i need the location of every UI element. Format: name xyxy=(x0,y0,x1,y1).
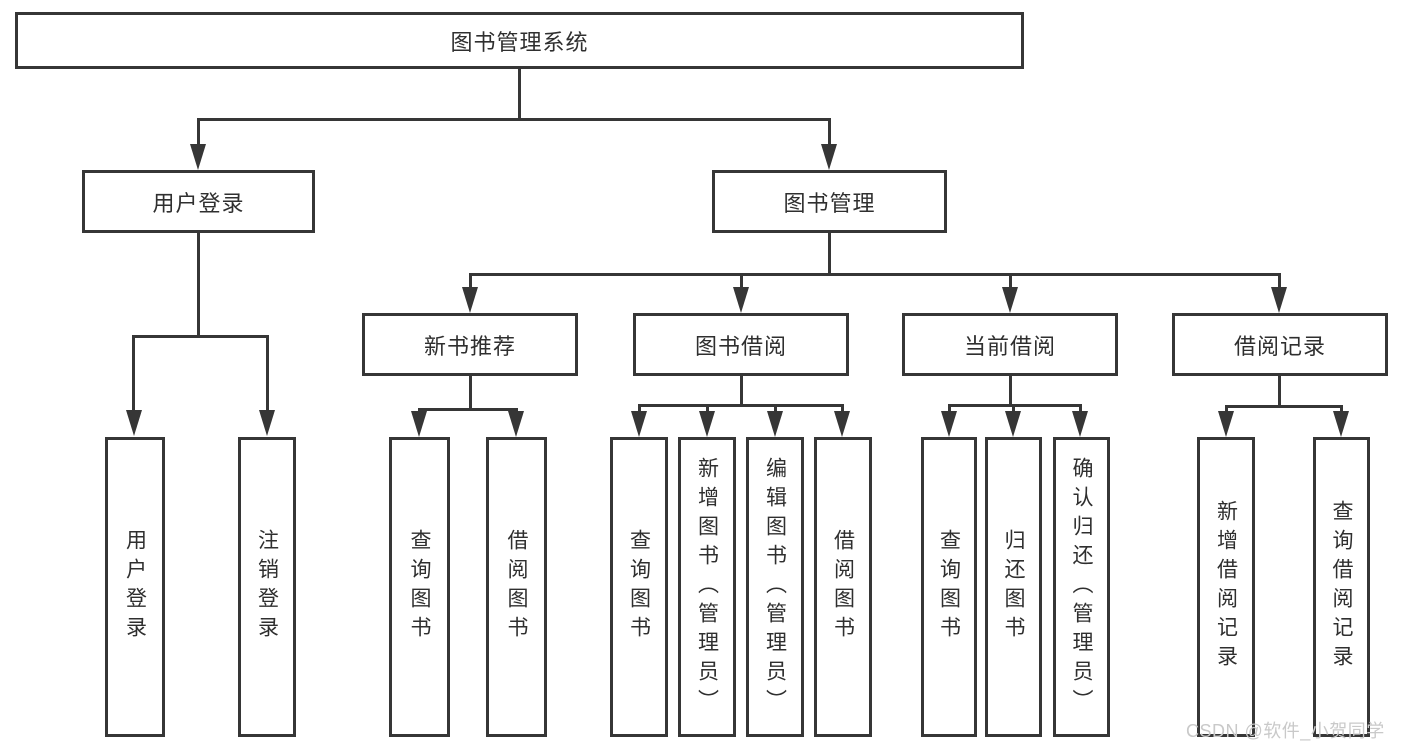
node-book-mgmt: 图书管理 xyxy=(712,170,947,233)
node-borrow-record: 借阅记录 xyxy=(1172,313,1388,376)
arrowhead-leaf-user-login xyxy=(126,410,142,436)
leaf-logout: 注销登录 xyxy=(238,437,296,737)
leaf-query-record-label: 查询借阅记录 xyxy=(1330,500,1353,674)
arrowhead-leaf-addbook xyxy=(699,411,715,437)
connector-leaf-return-stem xyxy=(1012,404,1015,412)
connector-bookborrow-split xyxy=(638,404,844,407)
leaf-query-book-3: 查询图书 xyxy=(921,437,977,737)
leaf-add-book-label: 新增图书（管理员） xyxy=(695,456,719,718)
arrowhead-leaf-query1 xyxy=(411,411,427,437)
node-user-login-label: 用户登录 xyxy=(152,190,245,216)
connector-leaf-borrow2-stem xyxy=(841,404,844,412)
arrowhead-borrow-record xyxy=(1271,287,1287,313)
leaf-query-book-1: 查询图书 xyxy=(389,437,450,737)
leaf-borrow-book-2: 借阅图书 xyxy=(814,437,872,737)
leaf-user-login: 用户登录 xyxy=(105,437,165,737)
leaf-add-book: 新增图书（管理员） xyxy=(678,437,736,737)
arrowhead-current-borrow xyxy=(1002,287,1018,313)
connector-mgmt-split xyxy=(469,273,1281,276)
connector-root-stem xyxy=(518,69,521,118)
leaf-add-record: 新增借阅记录 xyxy=(1197,437,1255,737)
connector-leaf-queryrecord-stem xyxy=(1340,405,1343,412)
leaf-query-book-1-label: 查询图书 xyxy=(408,529,431,645)
connector-leaf-query3-stem xyxy=(948,404,951,412)
node-new-book: 新书推荐 xyxy=(362,313,578,376)
leaf-query-record: 查询借阅记录 xyxy=(1313,437,1370,737)
node-root: 图书管理系统 xyxy=(15,12,1024,69)
connector-bookborrow-branch-stem xyxy=(740,376,743,404)
arrowhead-leaf-editbook xyxy=(767,411,783,437)
connector-leaf-logout-stem xyxy=(266,335,269,411)
connector-leaf-query2-stem xyxy=(638,404,641,412)
connector-login-split xyxy=(132,335,269,338)
leaf-query-book-2: 查询图书 xyxy=(610,437,668,737)
leaf-edit-book-label: 编辑图书（管理员） xyxy=(763,456,787,718)
leaf-return-book-label: 归还图书 xyxy=(1002,529,1025,645)
leaf-borrow-book-1-label: 借阅图书 xyxy=(505,529,528,645)
leaf-borrow-book-1: 借阅图书 xyxy=(486,437,547,737)
node-current-borrow: 当前借阅 xyxy=(902,313,1118,376)
connector-book-mgmt-stem xyxy=(828,118,831,146)
connector-new-book-stem xyxy=(469,273,472,289)
connector-currentborrow-split xyxy=(948,404,1082,407)
connector-newbook-split xyxy=(418,408,518,411)
connector-login-branch-stem xyxy=(197,233,200,335)
node-new-book-label: 新书推荐 xyxy=(423,333,516,359)
node-current-borrow-label: 当前借阅 xyxy=(963,333,1056,359)
arrowhead-user-login xyxy=(190,144,206,170)
connector-newbook-branch-stem xyxy=(469,376,472,408)
connector-user-login-stem xyxy=(197,118,200,146)
csdn-watermark: CSDN @软件_小贺同学 xyxy=(1186,721,1385,741)
connector-book-borrow-stem xyxy=(740,273,743,289)
arrowhead-leaf-logout xyxy=(259,410,275,436)
leaf-add-record-label: 新增借阅记录 xyxy=(1214,500,1238,674)
leaf-edit-book: 编辑图书（管理员） xyxy=(746,437,804,737)
connector-leaf-addrecord-stem xyxy=(1225,405,1228,412)
connector-current-borrow-stem xyxy=(1009,273,1012,289)
arrowhead-new-book xyxy=(462,287,478,313)
connector-leaf-addbook-stem xyxy=(706,404,709,412)
connector-mgmt-branch-stem xyxy=(828,233,831,273)
connector-borrowrecord-branch-stem xyxy=(1278,376,1281,405)
leaf-query-book-2-label: 查询图书 xyxy=(627,529,651,645)
connector-leaf-user-login-stem xyxy=(132,335,135,411)
leaf-logout-label: 注销登录 xyxy=(255,529,279,645)
leaf-user-login-label: 用户登录 xyxy=(123,529,147,645)
node-borrow-record-label: 借阅记录 xyxy=(1233,333,1326,359)
node-book-borrow-label: 图书借阅 xyxy=(694,333,787,359)
connector-borrowrecord-split xyxy=(1225,405,1343,408)
connector-currentborrow-branch-stem xyxy=(1009,376,1012,404)
arrowhead-leaf-borrow1 xyxy=(508,411,524,437)
arrowhead-leaf-query2 xyxy=(631,411,647,437)
node-book-borrow: 图书借阅 xyxy=(633,313,849,376)
connector-leaf-editbook-stem xyxy=(774,404,777,412)
leaf-confirm-return: 确认归还（管理员） xyxy=(1053,437,1110,737)
connector-borrow-record-stem xyxy=(1278,273,1281,289)
arrowhead-leaf-queryrecord xyxy=(1333,411,1349,437)
connector-root-split xyxy=(197,118,831,121)
leaf-return-book: 归还图书 xyxy=(985,437,1042,737)
node-user-login: 用户登录 xyxy=(82,170,315,233)
leaf-borrow-book-2-label: 借阅图书 xyxy=(831,529,855,645)
arrowhead-leaf-return xyxy=(1005,411,1021,437)
arrowhead-leaf-addrecord xyxy=(1218,411,1234,437)
arrowhead-leaf-borrow2 xyxy=(834,411,850,437)
leaf-confirm-return-label: 确认归还（管理员） xyxy=(1070,456,1093,718)
node-root-label: 图书管理系统 xyxy=(450,29,589,55)
arrowhead-leaf-query3 xyxy=(941,411,957,437)
leaf-query-book-3-label: 查询图书 xyxy=(937,529,961,645)
node-book-mgmt-label: 图书管理 xyxy=(783,190,876,216)
connector-leaf-confirm-stem xyxy=(1079,404,1082,412)
arrowhead-leaf-confirm xyxy=(1072,411,1088,437)
arrowhead-book-mgmt xyxy=(821,144,837,170)
arrowhead-book-borrow xyxy=(733,287,749,313)
